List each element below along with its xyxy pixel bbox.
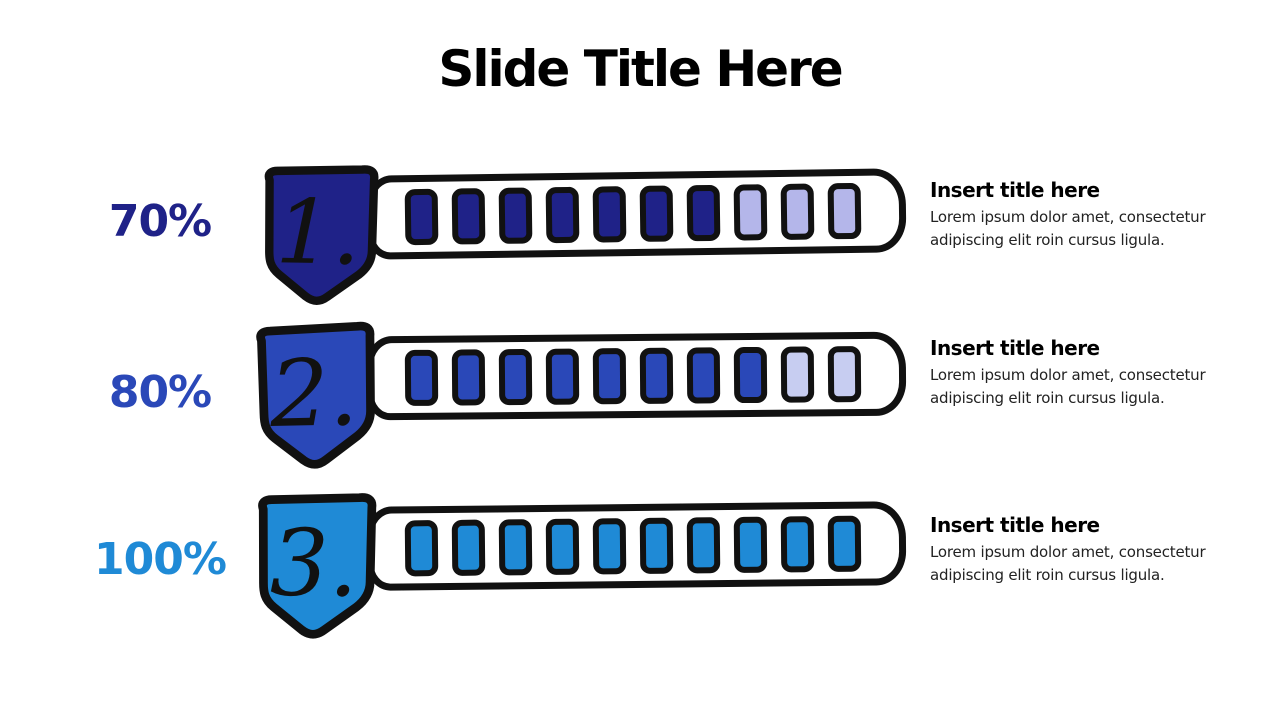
progress-segment [545, 518, 580, 575]
row-item: 80% 2. Insert title here Lorem ipsum dol… [0, 321, 1280, 494]
item-title: Insert title here [930, 178, 1100, 202]
progress-segment [686, 517, 721, 574]
progress-segment [545, 348, 580, 405]
progress-segment [592, 348, 627, 405]
progress-segment [592, 186, 627, 243]
progress-segment [451, 349, 486, 406]
progress-segment [451, 188, 486, 245]
number-badge: 2. [256, 321, 375, 469]
progress-bar [365, 501, 907, 591]
shield-icon [258, 493, 377, 639]
number-badge: 1. [264, 165, 379, 306]
slide-title: Slide Title Here [438, 40, 843, 98]
progress-segment [404, 520, 439, 577]
item-description: Lorem ipsum dolor amet, consectetur adip… [930, 366, 1206, 407]
progress-segment [733, 516, 768, 573]
progress-segment [498, 519, 533, 576]
progress-bar [365, 331, 907, 421]
progress-segment [827, 182, 862, 240]
item-text: Insert title here Lorem ipsum dolor amet… [930, 336, 1208, 409]
progress-segment [639, 347, 674, 404]
progress-segment [827, 346, 862, 403]
row-item: 70% 1. Insert title here Lorem ipsum dol… [0, 162, 1280, 332]
progress-segment [780, 346, 815, 403]
number-badge: 3. [258, 493, 377, 639]
shield-icon [264, 165, 379, 306]
progress-segment [545, 186, 580, 244]
progress-segment [639, 517, 674, 574]
progress-segment [404, 188, 439, 246]
badge-number: 1. [275, 180, 361, 284]
item-text: Insert title here Lorem ipsum dolor amet… [930, 178, 1208, 251]
progress-segment [827, 515, 862, 572]
row-item: 100% 3. Insert title here Lorem ipsum do… [0, 493, 1280, 664]
progress-segment [780, 183, 815, 240]
item-description: Lorem ipsum dolor amet, consectetur adip… [930, 543, 1206, 584]
badge-number: 3. [270, 510, 359, 618]
progress-segment [498, 187, 533, 244]
progress-segment [592, 518, 627, 575]
progress-segment [686, 184, 721, 242]
percent-label: 100% [94, 534, 227, 585]
item-title: Insert title here [930, 336, 1100, 360]
shield-icon [256, 321, 375, 469]
progress-bar [365, 168, 907, 260]
progress-segment [639, 185, 674, 242]
progress-segment [498, 348, 533, 406]
item-text: Insert title here Lorem ipsum dolor amet… [930, 513, 1208, 586]
progress-segment [780, 516, 815, 573]
percent-label: 70% [108, 196, 212, 247]
item-description: Lorem ipsum dolor amet, consectetur adip… [930, 208, 1206, 249]
progress-segment [733, 346, 768, 404]
progress-segment [451, 519, 486, 576]
badge-number: 2. [268, 339, 359, 448]
progress-segment [404, 349, 439, 407]
progress-segment [733, 184, 768, 241]
item-title: Insert title here [930, 513, 1100, 537]
percent-label: 80% [108, 367, 212, 418]
progress-segment [686, 347, 721, 404]
